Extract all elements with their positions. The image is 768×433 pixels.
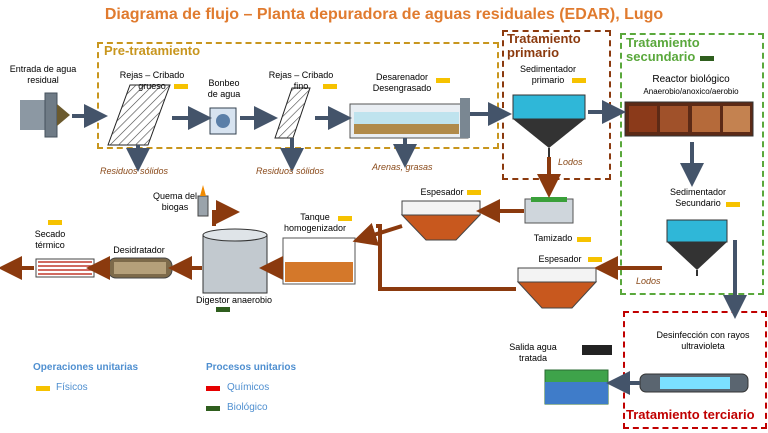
legend-fisicos-label: Físicos (56, 382, 88, 393)
lodos-2-label: Lodos (636, 276, 661, 286)
sludge-flow-arrows (0, 157, 662, 291)
rejas-fino-label: Rejas – Cribado fino (268, 70, 334, 91)
reactor-sub-label: Anaerobio/anoxico/aerobio (643, 87, 739, 96)
fisico-tag (338, 216, 352, 221)
digestor-graphic (202, 228, 268, 294)
legend-biologico-label: Biológico (227, 402, 268, 413)
uv-graphic (639, 373, 749, 393)
espesador-2-graphic (516, 267, 598, 309)
tamizado-label: Tamizado (533, 233, 573, 243)
quema-label: Quema del biogas (152, 191, 198, 212)
biologico-tag (216, 307, 230, 312)
rejas-fino-graphic (274, 87, 311, 139)
legend-procesos-title: Procesos unitarios (206, 362, 297, 373)
legend-biologico-tag (206, 406, 220, 411)
digestor-label: Digestor anaerobio (195, 295, 273, 305)
sedimentador-primario-graphic (512, 94, 586, 157)
sedimentador-secundario-graphic (666, 219, 728, 276)
fisico-tag (588, 257, 602, 262)
tanque-graphic (282, 237, 356, 285)
water-flow-arrows (72, 100, 747, 395)
legend-quimicos-label: Químicos (227, 382, 270, 393)
fisico-tag (436, 78, 450, 83)
fisico-tag (174, 84, 188, 89)
sedimentador-primario-label: Sedimentador primario (519, 64, 577, 85)
rejas-grueso-graphic (107, 84, 171, 146)
legend-operaciones-title: Operaciones unitarias (33, 362, 139, 373)
stage-terciario-box (623, 311, 767, 429)
rejas-grueso-label: Rejas – Cribado grueso (119, 70, 185, 91)
stage-secundario-title: Tratamiento secundario (626, 35, 700, 64)
tanque-label: Tanque homogenizador (283, 212, 347, 233)
secado-label: Secado térmico (34, 229, 66, 250)
fisico-tag (48, 220, 62, 225)
stage-secundario-box (620, 33, 764, 295)
desidratador-label: Desidratador (113, 245, 165, 255)
espesador-1-label: Espesador (420, 187, 464, 197)
residuos-solidos-2-label: Residuos sólidos (256, 166, 325, 176)
residuos-solidos-1-label: Residuos sólidos (100, 166, 169, 176)
lodos-1-label: Lodos (558, 157, 583, 167)
reactor-label: Reactor biológico (652, 74, 730, 85)
secado-graphic (35, 258, 95, 278)
legend-quimico-tag (206, 386, 220, 391)
desarenador-label: Desarenador Desengrasado (372, 72, 432, 93)
fisico-tag (323, 84, 337, 89)
biologico-tag (700, 56, 714, 61)
fisico-tag (467, 190, 481, 195)
tamizado-graphic (524, 197, 574, 224)
bombeo-graphic (209, 107, 237, 135)
quema-graphic (197, 185, 209, 217)
fisico-tag (572, 78, 586, 83)
stage-terciario-title: Tratamiento terciario (626, 407, 755, 422)
salida-label: Salida agua tratada (509, 342, 557, 363)
entrada-label: Entrada de agua residual (9, 64, 77, 85)
inlet-pipe (20, 92, 70, 138)
desidratador-graphic (107, 257, 173, 279)
fisico-tag (726, 202, 740, 207)
sedimentador-secundario-label: Sedimentador Secundario (669, 187, 727, 208)
legend-fisico-tag (36, 386, 50, 391)
stage-pretratamiento-title: Pre-tratamiento (104, 43, 201, 58)
reactor-graphic (624, 101, 754, 137)
arenas-grasas-label: Arenas, grasas (372, 162, 433, 172)
salida-graphic (544, 345, 612, 405)
desinfeccion-label: Desinfección con rayos ultravioleta (656, 330, 750, 351)
stage-primario-title: Tratamiento primario (507, 31, 581, 60)
desarenador-graphic (349, 98, 470, 139)
bombeo-label: Bonbeo de agua (207, 78, 241, 99)
espesador-1-graphic (400, 200, 482, 241)
diagram-title: Diagrama de flujo – Planta depuradora de… (104, 6, 664, 23)
espesador-2-label: Espesador (538, 254, 582, 264)
fisico-tag (577, 237, 591, 242)
